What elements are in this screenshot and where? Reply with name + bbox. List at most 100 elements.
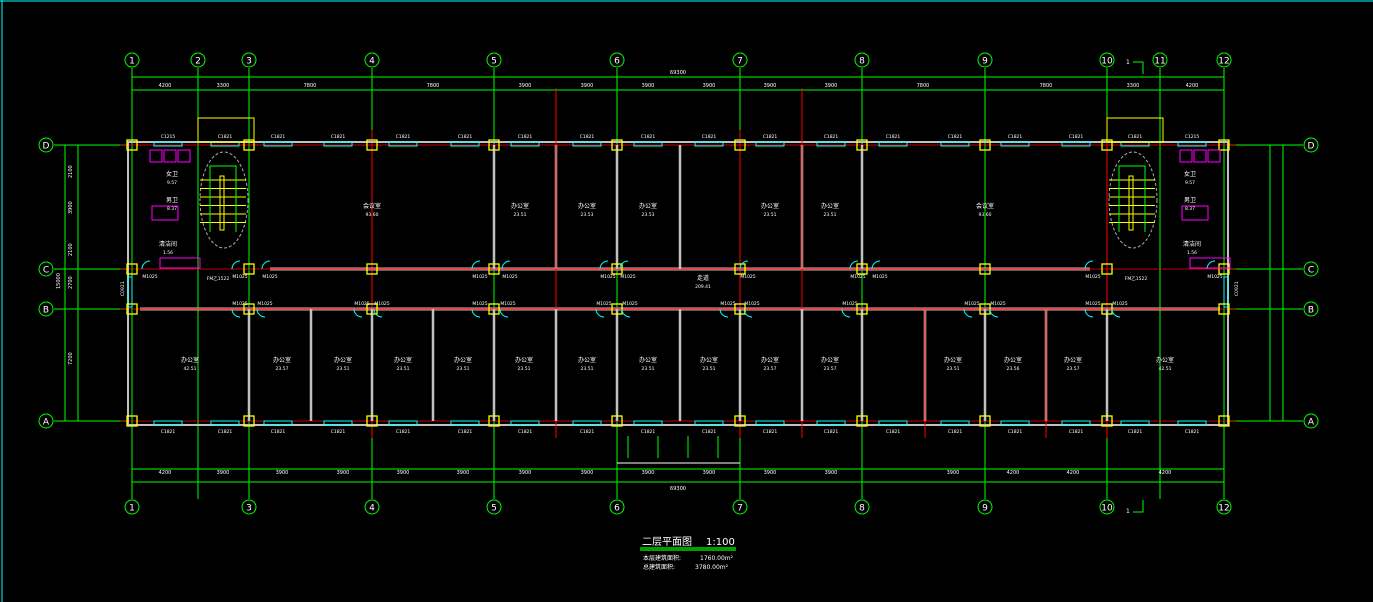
axis-label-top: 8 xyxy=(859,57,865,67)
column xyxy=(488,415,500,427)
room-name: 办公室 xyxy=(821,356,839,364)
room-area: 23.53 xyxy=(642,212,655,218)
door-swing xyxy=(231,260,241,270)
column xyxy=(126,415,138,427)
column xyxy=(979,139,991,151)
stair-landing xyxy=(1106,117,1164,143)
column xyxy=(1218,139,1230,151)
room-name: 办公室 xyxy=(578,202,596,210)
column xyxy=(366,303,378,315)
axis-bubble-top-3 xyxy=(241,52,257,68)
room-name: 办公室 xyxy=(511,202,529,210)
dimension-text-top: 3300 xyxy=(217,83,230,89)
window xyxy=(1000,141,1030,147)
room-name: 办公室 xyxy=(639,356,657,364)
door-label: M1025 xyxy=(872,274,887,280)
door-label: M1025 xyxy=(1207,274,1222,280)
room-area: 23.51 xyxy=(457,366,470,372)
dimension-text-top: 7800 xyxy=(304,83,317,89)
axis-label-bottom: 1 xyxy=(129,504,135,514)
axis-bubble-D xyxy=(38,137,54,153)
room-name: 办公室 xyxy=(181,356,199,364)
window xyxy=(210,420,240,426)
axis-bubble-A xyxy=(38,413,54,429)
dimension-text-top: 3900 xyxy=(825,83,838,89)
window xyxy=(1177,141,1207,147)
window-label-top: C1215 xyxy=(1185,134,1200,140)
drawing-scale: 1:100 xyxy=(706,537,735,548)
window-label-top: C1215 xyxy=(161,134,176,140)
door-swing xyxy=(471,308,481,318)
axis-bubble-top-5 xyxy=(486,52,502,68)
room-area: 23.57 xyxy=(764,366,777,372)
window xyxy=(1000,420,1030,426)
drawing-title: 二层平面图 xyxy=(642,536,692,548)
corridor-name: 走道 xyxy=(697,274,709,282)
door-swing xyxy=(261,260,271,270)
window xyxy=(1177,420,1207,426)
dimension-text-bottom: 4200 xyxy=(1159,470,1172,476)
dimension-text-bottom: 3900 xyxy=(764,470,777,476)
door-swing xyxy=(353,308,363,318)
service-room-area: 9.57 xyxy=(167,180,177,186)
service-room-area: 9.57 xyxy=(1185,180,1195,186)
window xyxy=(323,141,353,147)
window-label-bottom: C1821 xyxy=(331,429,346,435)
door-swing xyxy=(963,308,973,318)
door-swing xyxy=(141,260,151,270)
column xyxy=(1101,415,1113,427)
service-room-name: 男卫 xyxy=(1184,197,1196,204)
door-label: M1025 xyxy=(257,301,272,307)
axis-bubble-top-12 xyxy=(1216,52,1232,68)
room-name: 办公室 xyxy=(761,202,779,210)
room-name: 办公室 xyxy=(578,356,596,364)
window-label-top: C1821 xyxy=(641,134,656,140)
axis-label-top: 10 xyxy=(1101,57,1113,67)
urinal xyxy=(1181,205,1209,221)
dimension-text-bottom: 4200 xyxy=(1067,470,1080,476)
axis-label: A xyxy=(43,418,50,428)
axis-label-bottom: 4 xyxy=(369,504,375,514)
room-name: 办公室 xyxy=(700,356,718,364)
door-swing xyxy=(1084,308,1094,318)
window xyxy=(572,141,602,147)
axis-bubble-top-2 xyxy=(190,52,206,68)
toilet-stall xyxy=(1193,149,1207,163)
window-label-bottom: C1821 xyxy=(763,429,778,435)
window-label-top: C1821 xyxy=(271,134,286,140)
service-room-name: 女卫 xyxy=(166,170,178,178)
sink-counter xyxy=(159,257,201,269)
door-swing xyxy=(1111,308,1121,318)
window xyxy=(153,420,183,426)
axis-label-top: 3 xyxy=(246,57,252,67)
column xyxy=(126,303,138,315)
door-label: M1025 xyxy=(842,301,857,307)
window xyxy=(694,420,724,426)
window-label-top: C1821 xyxy=(763,134,778,140)
side-window-label: C0921 xyxy=(120,281,126,296)
toilet-stall xyxy=(177,149,191,163)
door-label: M1025 xyxy=(142,274,157,280)
window xyxy=(1061,420,1091,426)
axis-label: D xyxy=(43,142,50,152)
section-mark-line xyxy=(1133,61,1144,74)
column xyxy=(856,303,868,315)
door-swing xyxy=(841,308,851,318)
dimension-text-bottom: 3900 xyxy=(642,470,655,476)
room-area: 23.51 xyxy=(581,366,594,372)
column xyxy=(366,415,378,427)
room-area: 23.51 xyxy=(824,212,837,218)
window xyxy=(450,141,480,147)
window-label-top: C1821 xyxy=(458,134,473,140)
dimension-text-bottom: 4200 xyxy=(159,470,172,476)
stair-swing-left xyxy=(199,151,249,249)
axis-bubble-top-9 xyxy=(977,52,993,68)
axis-label-bottom: 6 xyxy=(614,504,620,514)
room-area: 23.51 xyxy=(947,366,960,372)
door-swing xyxy=(719,308,729,318)
walls xyxy=(126,88,1230,438)
dimension-text-left: 2700 xyxy=(68,276,74,289)
stair-landing xyxy=(197,117,255,143)
